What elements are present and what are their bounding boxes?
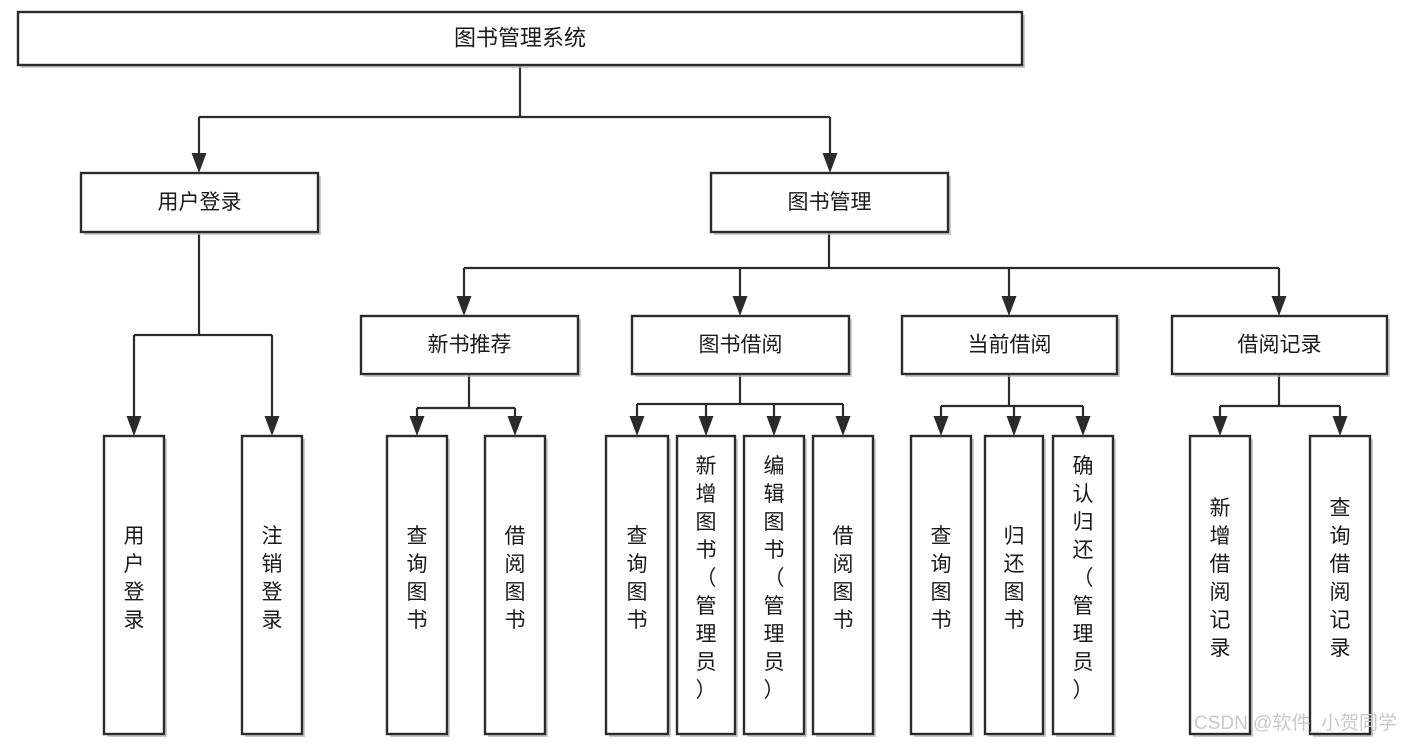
arrowhead-icon <box>409 416 425 436</box>
connector-current-to-leaves <box>939 374 1085 416</box>
node-leaf-edit-book[interactable]: 编辑图书（管理员） <box>742 434 807 737</box>
arrowhead-icon <box>1271 296 1287 316</box>
node-box[interactable] <box>359 314 580 376</box>
edges-layer <box>126 65 1348 436</box>
node-leaf-query-record[interactable]: 查询借阅记录 <box>1308 434 1373 737</box>
node-label: 图书借阅 <box>699 334 783 357</box>
watermark-label: CSDN @软件_小贺同学 <box>1194 712 1397 734</box>
node-label: 新增图书（管理员） <box>696 455 717 702</box>
node-leaf-query-book-3[interactable]: 查询图书 <box>909 434 974 737</box>
node-box[interactable] <box>16 10 1024 67</box>
nodes-layer: 图书管理系统用户登录图书管理新书推荐图书借阅当前借阅借阅记录用户登录注销登录查询… <box>16 10 1390 737</box>
node-box[interactable] <box>811 434 875 736</box>
node-box[interactable] <box>1170 314 1389 376</box>
node-box[interactable] <box>1188 434 1252 736</box>
node-label: 查询图书 <box>931 525 952 632</box>
node-leaf-return-book[interactable]: 归还图书 <box>983 434 1046 737</box>
arrowhead-icon <box>732 296 748 316</box>
node-leaf-borrow-book-1[interactable]: 借阅图书 <box>483 434 548 737</box>
node-box[interactable] <box>675 434 737 736</box>
node-leaf-confirm-return[interactable]: 确认归还（管理员） <box>1051 434 1116 737</box>
node-box[interactable] <box>240 434 304 736</box>
node-user-login[interactable]: 用户登录 <box>79 171 321 235</box>
arrowhead-icon <box>629 416 645 436</box>
node-current-borrow[interactable]: 当前借阅 <box>900 314 1120 377</box>
node-label: 编辑图书（管理员） <box>764 455 785 702</box>
node-book-borrow[interactable]: 图书借阅 <box>630 314 852 377</box>
node-book-manage[interactable]: 图书管理 <box>709 171 951 235</box>
node-label: 新增借阅记录 <box>1210 497 1231 660</box>
node-label: 新书推荐 <box>428 334 512 357</box>
node-box[interactable] <box>742 434 806 736</box>
node-label: 借阅记录 <box>1238 334 1322 357</box>
node-new-book-recommend[interactable]: 新书推荐 <box>359 314 581 377</box>
node-box[interactable] <box>909 434 973 736</box>
node-box[interactable] <box>102 434 166 736</box>
node-box[interactable] <box>79 171 320 234</box>
arrowhead-icon <box>698 416 714 436</box>
connector-root-to-level2 <box>197 65 832 153</box>
node-label: 查询图书 <box>627 525 648 632</box>
node-borrow-record[interactable]: 借阅记录 <box>1170 314 1390 377</box>
node-leaf-add-book[interactable]: 新增图书（管理员） <box>675 434 738 737</box>
node-label: 确认归还（管理员） <box>1073 455 1094 702</box>
connector-record-to-leaves <box>1218 374 1342 416</box>
node-leaf-query-book-1[interactable]: 查询图书 <box>385 434 450 737</box>
node-label: 借阅图书 <box>833 525 854 632</box>
node-label: 用户登录 <box>124 525 145 632</box>
connector-recommend-to-leaves <box>415 374 517 416</box>
node-label: 归还图书 <box>1004 525 1025 632</box>
arrowhead-icon <box>126 416 142 436</box>
connector-level2-to-level3 <box>462 232 1281 296</box>
node-box[interactable] <box>385 434 449 736</box>
node-leaf-add-record[interactable]: 新增借阅记录 <box>1188 434 1253 737</box>
arrowhead-icon <box>507 416 523 436</box>
node-label: 查询借阅记录 <box>1330 497 1351 660</box>
arrowhead-icon <box>1332 416 1348 436</box>
arrowhead-icon <box>1001 296 1017 316</box>
node-box[interactable] <box>983 434 1045 736</box>
connector-borrow-to-leaves <box>635 374 845 416</box>
node-box[interactable] <box>1308 434 1372 736</box>
node-label: 用户登录 <box>158 191 242 214</box>
node-box[interactable] <box>709 171 950 234</box>
node-box[interactable] <box>1051 434 1115 736</box>
node-label: 当前借阅 <box>968 334 1052 357</box>
arrowhead-icon <box>822 153 838 173</box>
arrowhead-icon <box>1006 416 1022 436</box>
node-leaf-user-logout[interactable]: 注销登录 <box>240 434 305 737</box>
arrowhead-icon <box>766 416 782 436</box>
node-box[interactable] <box>900 314 1119 376</box>
node-label: 图书管理 <box>788 191 872 214</box>
node-box[interactable] <box>604 434 670 736</box>
arrowhead-icon <box>456 296 472 316</box>
arrowhead-icon <box>191 153 207 173</box>
node-label: 借阅图书 <box>505 525 526 632</box>
node-label: 查询图书 <box>407 525 428 632</box>
arrowhead-icon <box>933 416 949 436</box>
node-box[interactable] <box>483 434 547 736</box>
arrowhead-icon <box>264 416 280 436</box>
arrowhead-icon <box>1075 416 1091 436</box>
node-leaf-query-book-2[interactable]: 查询图书 <box>604 434 671 737</box>
node-leaf-user-login[interactable]: 用户登录 <box>102 434 167 737</box>
connector-user-login-to-leaves <box>132 232 274 416</box>
node-label: 注销登录 <box>262 525 283 632</box>
node-box[interactable] <box>630 314 851 376</box>
arrowhead-icon <box>835 416 851 436</box>
arrowhead-icon <box>1212 416 1228 436</box>
node-leaf-borrow-book-2[interactable]: 借阅图书 <box>811 434 876 737</box>
node-root[interactable]: 图书管理系统 <box>16 10 1025 68</box>
node-label: 图书管理系统 <box>454 25 586 50</box>
